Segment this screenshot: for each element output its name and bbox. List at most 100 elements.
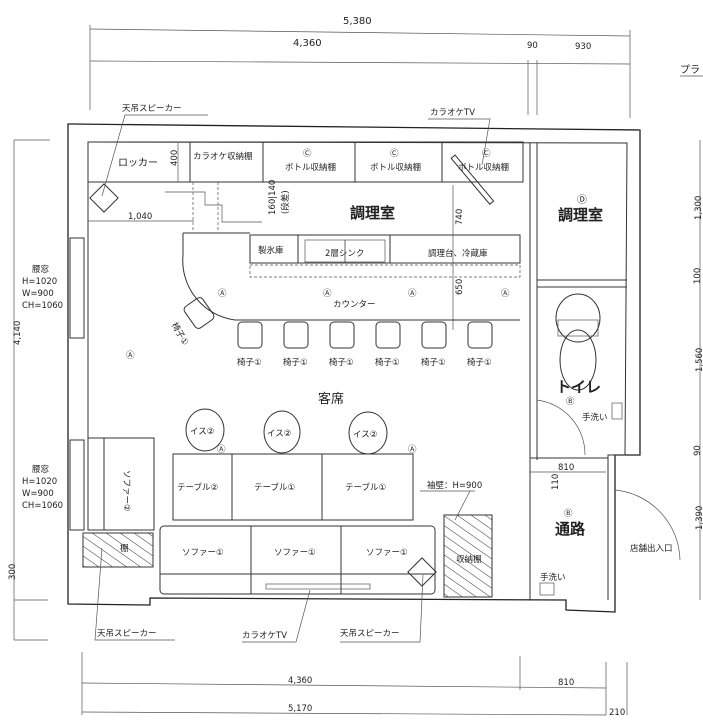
right-rooms: Ⓓ 調理室 トイレ Ⓑ 手洗い 810 110 Ⓑ 通路 店舗出入口 手洗い [529,143,681,600]
bottom-callouts: 天吊スピーカー カラオケTV 天吊スピーカー [94,547,424,643]
bottle-shelf-label: ボトル収納棚 [285,162,336,173]
stool2-label: イス② [267,429,291,439]
mark-a-label: Ⓐ [217,445,226,455]
ceiling-speaker-top: 天吊スピーカー [89,104,208,213]
bar-chairs: 椅子① 椅子① 椅子① 椅子① 椅子① 椅子① [237,321,493,368]
mark-d-label: Ⓓ [577,194,587,206]
locker-label: ロッカー [118,157,158,169]
mark-a-label: Ⓐ [323,289,332,299]
walls [67,123,641,613]
mark-a-label: Ⓐ [126,351,135,361]
mark-c-label: Ⓒ [482,149,491,159]
left-dimensions: 4,140 300 腰窓 H=1020 W=900 CH=1060 腰窓 H=1… [8,139,85,641]
shelf-row: ロッカー 400 カラオケ収納棚 Ⓒ ボトル収納棚 Ⓒ ボトル収納棚 Ⓒ ボトル… [87,141,524,205]
sofa2-label: ソファー② [121,470,131,512]
passage-label: 通路 [555,520,586,538]
hand-wash-label: 手洗い [540,572,566,583]
karaoke-tv-top-label: カラオケTV [430,108,475,118]
step-note-label: (段差) [280,190,291,214]
bottle-shelf-label: ボトル収納棚 [458,162,509,173]
top-total-label: 5,380 [343,16,372,27]
ceiling-speaker-bl-label: 天吊スピーカー [97,629,157,639]
bottom-right-label: 810 [558,678,574,688]
bottom-left-label: 4,360 [288,676,312,686]
mark-b-label: Ⓑ [566,397,575,407]
chair1-label: 椅子① [283,357,308,368]
mark-b-label: Ⓑ [564,509,573,519]
table2-label: テーブル② [177,482,218,493]
sofas: ソファー① ソファー① ソファー① 棚 収納棚 [82,514,493,598]
mark-a-label: Ⓐ [501,289,510,299]
karaoke-tv-bottom-label: カラオケTV [242,631,287,641]
kitchen: 1,040 160|140 (段差) 調理室 740 650 製氷庫 2層シンク… [88,180,521,330]
mark-a-label: Ⓐ [218,289,227,299]
window-name-label: 腰窓 [32,464,50,475]
chair1-label: 椅子① [421,357,446,368]
mark-c-label: Ⓒ [303,149,312,159]
kitchen-740-label: 740 [455,209,465,225]
bottle-shelf-label: ボトル収納棚 [370,162,421,173]
chair1-label: 椅子① [329,357,354,368]
kitchen-d-label: 調理室 [558,206,603,224]
ice-maker-label: 製氷庫 [258,245,284,256]
chair1-label: 椅子① [375,357,400,368]
wing-wall-label: 袖壁：H=900 [427,480,482,491]
window-w-label: W=900 [22,289,54,299]
storage-label: 収納棚 [456,554,482,565]
karaoke-tv-top: カラオケTV [428,108,491,166]
sofa1-label: ソファー① [274,548,316,558]
prep-fridge-label: 調理台、冷蔵庫 [428,248,488,259]
sofa1-label: ソファー① [182,548,224,558]
top-right-label: 930 [575,42,591,52]
mark-a-label: Ⓐ [408,289,417,299]
left-total-label: 4,140 [13,321,23,345]
stool2-label: イス② [190,427,214,437]
right-dimensions: 1,300 100 1,560 90 1,390 [693,140,703,600]
right-2-label: 100 [693,268,703,284]
left-bottom-label: 300 [8,564,18,580]
locker-depth-label: 400 [170,150,180,166]
right-3-label: 1,560 [695,348,703,372]
seating-label: 客席 [318,391,344,407]
bottom-offset-label: 210 [609,708,625,718]
chair1-label: 椅子① [467,357,492,368]
right-1-label: 1,300 [694,196,703,220]
entrance-label: 店舗出入口 [630,543,673,554]
top-left-label: 4,360 [293,38,322,49]
right-5-label: 1,390 [695,506,703,530]
sofa1-label: ソファー① [366,548,408,558]
counter-650-label: 650 [455,279,465,295]
bottom-dimensions: 4,360 810 5,170 210 [81,652,628,718]
sink-label: 2層シンク [325,249,364,259]
counter: Ⓐ Ⓐ Ⓐ Ⓐ Ⓐ カウンター 椅子① [126,232,520,361]
karaoke-storage-label: カラオケ収納棚 [193,151,253,162]
top-mid-label: 90 [527,41,538,51]
table1-label: テーブル① [345,482,386,493]
window-w-label: W=900 [22,489,54,499]
counter-label: カウンター [333,300,376,310]
seating-area: 客席 イス② イス② イス② Ⓐ Ⓐ テーブル② テーブル① テーブル① 袖壁：… [87,391,482,531]
passage-810-label: 810 [558,463,574,473]
bottom-total-label: 5,170 [288,704,312,714]
toilet-label: トイレ [556,378,601,396]
chair1-label: 椅子① [169,321,191,348]
kitchen-label: 調理室 [350,204,395,222]
shelf-label: 棚 [120,543,129,554]
hand-wash-label: 手洗い [582,412,608,423]
table1-label: テーブル① [254,482,295,493]
right-4-label: 90 [693,445,703,456]
chair1-label: 椅子① [237,357,262,368]
stool2-label: イス② [353,430,377,440]
passage-110-label: 110 [551,474,561,490]
step-label: 160|140 [268,180,278,215]
mark-a-label: Ⓐ [408,445,417,455]
ceiling-speaker-br-label: 天吊スピーカー [340,629,400,639]
window-h-label: H=1020 [22,277,57,287]
window-h-label: H=1020 [22,477,57,487]
mark-c-label: Ⓒ [390,149,399,159]
ceiling-speaker-top-label: 天吊スピーカー [122,104,182,114]
window-ch-label: CH=1060 [22,301,63,311]
top-dimensions: 5,380 4,360 90 930 プラ [89,16,703,118]
width-1040-label: 1,040 [128,212,152,222]
